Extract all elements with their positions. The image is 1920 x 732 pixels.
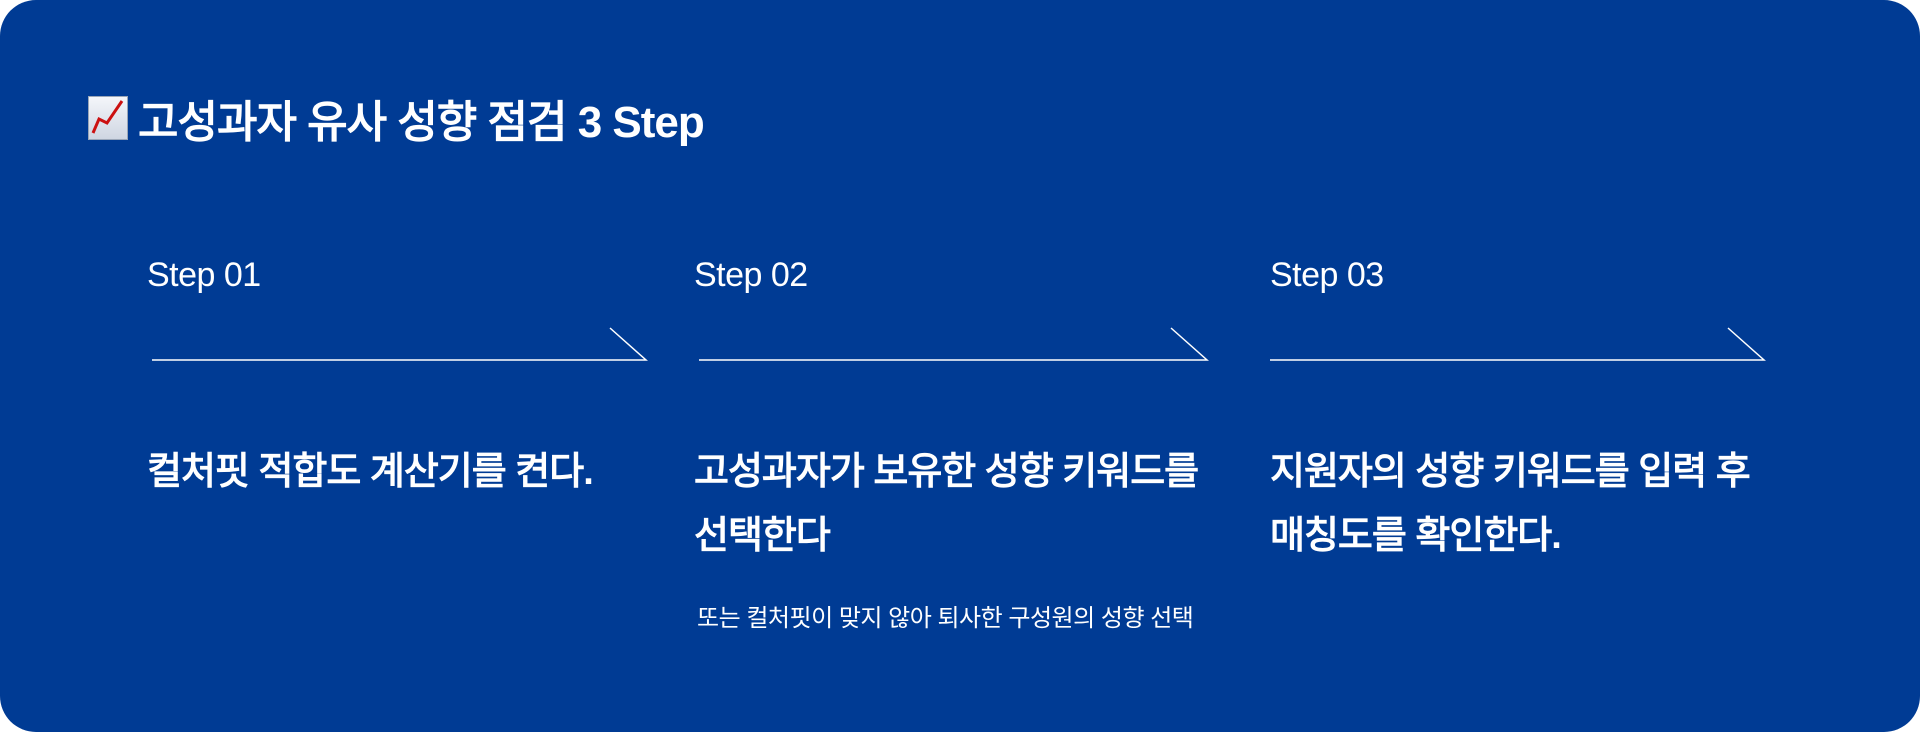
- step-2-label: Step 02: [694, 256, 808, 294]
- step-2-arrow: [699, 327, 1209, 361]
- header: 고성과자 유사 성향 점검 3 Step: [88, 86, 705, 150]
- step-3-label: Step 03: [1270, 256, 1384, 294]
- step-2-text: 고성과자가 보유한 성향 키워드를 선택한다: [694, 440, 1199, 568]
- step-1-text-line: 컬처핏 적합도 계산기를 켠다.: [147, 451, 594, 493]
- step-1-label: Step 01: [147, 256, 261, 294]
- chart-increasing-icon: [88, 96, 128, 140]
- page-title: 고성과자 유사 성향 점검 3 Step: [138, 98, 705, 147]
- step-2-text-line: 고성과자가 보유한 성향 키워드를: [694, 451, 1199, 493]
- step-1-arrow: [152, 327, 648, 361]
- step-1-text: 컬처핏 적합도 계산기를 켠다.: [147, 440, 594, 504]
- step-2-note: 또는 컬처핏이 맞지 않아 퇴사한 구성원의 성향 선택: [697, 605, 1194, 632]
- step-3-text-line: 지원자의 성향 키워드를 입력 후: [1270, 451, 1751, 493]
- step-3-arrow: [1270, 327, 1766, 361]
- step-3-text-line: 매칭도를 확인한다.: [1270, 515, 1562, 557]
- step-2-text-line: 선택한다: [694, 515, 831, 557]
- step-3-text: 지원자의 성향 키워드를 입력 후 매칭도를 확인한다.: [1270, 440, 1751, 568]
